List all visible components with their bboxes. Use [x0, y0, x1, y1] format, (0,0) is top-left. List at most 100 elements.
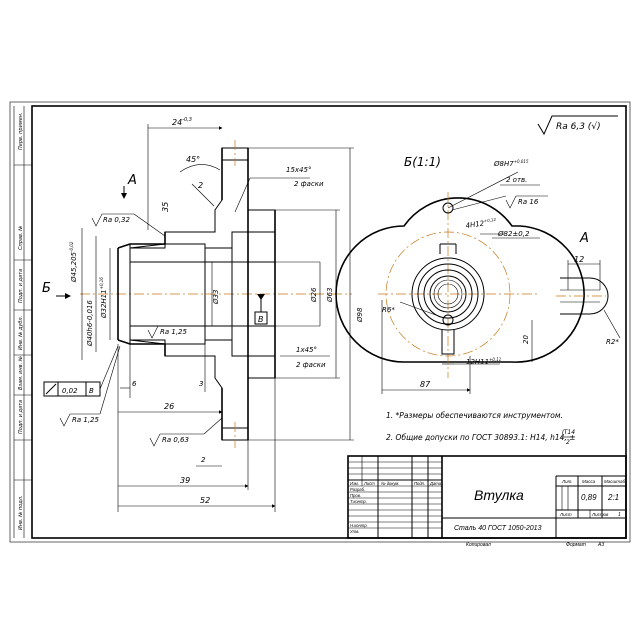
- dim-len-26: 26: [164, 402, 174, 411]
- tb-mass-label: Масса: [582, 479, 596, 484]
- general-roughness-mark: Ra 6,3 (√): [537, 115, 618, 136]
- roughness-032: Ra 0,32: [103, 216, 131, 224]
- sheet-outer-border: [9, 101, 631, 543]
- dim-dia-98: Ø98: [356, 307, 364, 323]
- title-block: Изм. Лист № докум. Подп. Дата Разраб. Пр…: [347, 455, 627, 548]
- section-lower-hatch: [129, 339, 276, 441]
- dim-dia-45: Ø45,205-0,02: [69, 241, 78, 283]
- dim-width-12h11: 12H11+0,11: [466, 357, 501, 366]
- hub-outer: [411, 257, 485, 331]
- sheet-inner-frame: [31, 105, 627, 539]
- dim-len-87: 87: [420, 380, 431, 389]
- section-upper-hatch: [129, 147, 276, 249]
- section-view: В А Б 24-0,3 45° 2 35 15х45° 2 фаски 1х4…: [42, 117, 364, 512]
- note-2-fraction-top: IT14: [562, 429, 575, 436]
- notes: 1. *Размеры обеспечиваются инструментом.…: [386, 411, 575, 446]
- roughness-125-inner: Ra 1,25: [160, 328, 188, 336]
- roughness-125-outer: Ra 1,25: [72, 416, 100, 424]
- strip-label-1: Перв. примен.: [18, 112, 24, 150]
- dim-dia-26: Ø26: [310, 287, 318, 303]
- tb-sheets: 1: [618, 512, 621, 518]
- flange-outline: [335, 197, 585, 363]
- tb-copied: Копировал: [466, 542, 491, 548]
- strip-label-3: Подп. и дата: [18, 269, 24, 303]
- view-b: Б(1:1) Ø8H7+0,015 2 отв. Ra 16 4H12+0,12…: [335, 155, 621, 394]
- dim-dia-63: Ø63: [326, 288, 334, 303]
- note-1: 1. *Размеры обеспечиваются инструментом.: [386, 411, 563, 420]
- hub-middle: [417, 263, 479, 325]
- dim-thread-4h12: 4H12+0,12: [465, 217, 497, 230]
- tb-list: Лист: [363, 481, 375, 486]
- dim-len-12: 12: [574, 255, 584, 264]
- view-a-label: А: [579, 231, 589, 246]
- dim-bolt-circle: Ø82±0,2: [497, 230, 530, 238]
- runout-value: 0,02: [62, 387, 78, 395]
- dim-dia-40: Ø40h6-0,016: [86, 300, 94, 347]
- dim-len-39: 39: [180, 476, 190, 485]
- dim-r2: R2*: [606, 338, 619, 346]
- tb-lit-label: Лит.: [561, 479, 573, 484]
- view-a-slot: [560, 277, 609, 315]
- bore-inner: [437, 283, 459, 305]
- tb-scale-label: Масштаб: [604, 479, 625, 484]
- chamfer-top: 15х45°: [286, 166, 311, 174]
- section-arrow-label-a: А: [127, 173, 137, 188]
- note-2-fraction-bottom: 2: [566, 439, 570, 446]
- strip-label-7: Инв. № подл.: [18, 496, 24, 531]
- chamfer-bottom-note: 2 фаски: [296, 361, 326, 369]
- tb-tkontr: Т.контр.: [350, 499, 367, 504]
- tb-utv: Утв.: [350, 529, 360, 534]
- tb-sheets-label: Листов: [591, 512, 609, 517]
- dim-len-3: 3: [199, 380, 203, 388]
- bore: [429, 275, 467, 313]
- top-hole: [442, 202, 454, 214]
- chamfer-top-note: 2 фаски: [294, 180, 324, 188]
- tb-ndok: № докум.: [381, 481, 399, 486]
- dim-holes-count: 2 отв.: [506, 176, 527, 184]
- tb-razrab: Разраб.: [350, 487, 365, 492]
- strip-label-4: Инв. № дубл.: [18, 316, 24, 350]
- tb-prov: Пров.: [350, 493, 361, 498]
- tb-nkontr: Н.контр.: [350, 523, 368, 528]
- dim-35: 35: [161, 202, 170, 212]
- tb-data: Дата: [429, 481, 442, 486]
- dim-angle-45: 45°: [186, 155, 200, 164]
- tb-podp: Подп.: [414, 481, 425, 486]
- datum-label: В: [258, 315, 264, 324]
- tb-format-value: А3: [597, 542, 604, 548]
- bottom-hole: [442, 314, 454, 326]
- tb-mass: 0,89: [581, 493, 597, 502]
- tb-scale: 2:1: [607, 493, 619, 502]
- roughness-063: Ra 0,63: [162, 436, 189, 444]
- dim-len-20: 20: [522, 335, 530, 344]
- bore-chamfer: [433, 279, 463, 309]
- section-arrow-label-b: Б: [42, 281, 51, 296]
- roughness-16: Ra 16: [518, 198, 539, 206]
- dim-len-6: 6: [132, 380, 137, 388]
- runout-datum: В: [89, 387, 94, 395]
- hub-inner: [423, 269, 473, 319]
- bolt-circle: [385, 231, 511, 357]
- dim-r6: R6*: [382, 306, 395, 314]
- note-2: 2. Общие допуски по ГОСТ 30893.1: H14, h…: [386, 433, 575, 442]
- dim-24: 24-0,3: [172, 117, 192, 127]
- side-strip: Перв. примен. Справ. № Подп. и дата Инв.…: [13, 106, 32, 538]
- dim-len-2-bottom: 2: [201, 456, 206, 464]
- view-b-title: Б(1:1): [404, 155, 441, 169]
- tb-sheet-label: Лист: [559, 512, 572, 517]
- part-name: Втулка: [474, 487, 524, 503]
- tb-format-label: Формат: [566, 542, 586, 548]
- dim-len-52: 52: [200, 496, 210, 505]
- general-roughness-text: Ra 6,3 (√): [556, 121, 601, 132]
- tb-izm: Изм.: [350, 481, 359, 486]
- dim-hole-8h7: Ø8H7+0,015: [493, 159, 529, 168]
- strip-label-5: Взам. инв. №: [18, 356, 24, 390]
- part-material: Сталь 40 ГОСТ 1050-2013: [454, 525, 542, 532]
- dim-2-top: 2: [198, 181, 203, 190]
- strip-label-2: Справ. №: [18, 226, 24, 250]
- chamfer-bottom: 1х45°: [296, 346, 317, 354]
- dim-hole-bore: Ø33: [212, 290, 220, 305]
- strip-label-6: Подп. и дата: [18, 400, 24, 434]
- dim-dia-32: Ø32H11+0,16: [99, 277, 108, 319]
